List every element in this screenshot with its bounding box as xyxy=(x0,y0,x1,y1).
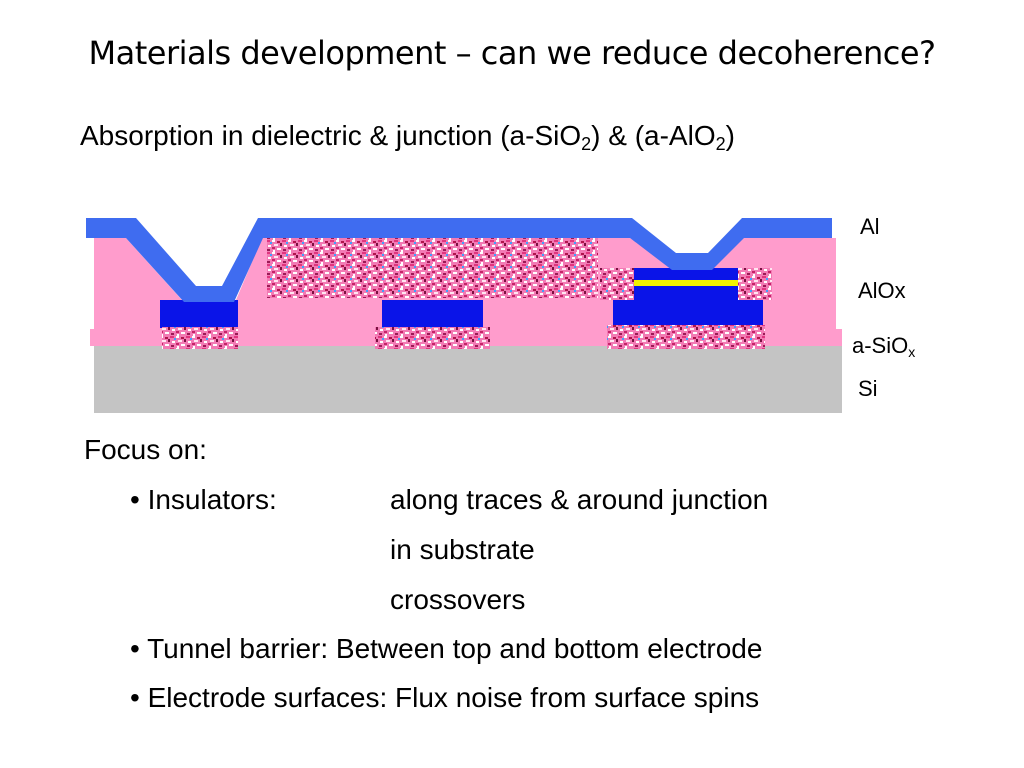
crossover-dielectric-lossy xyxy=(267,238,598,298)
insulators-item-substrate: in substrate xyxy=(390,534,535,565)
slide-title: Materials development – can we reduce de… xyxy=(88,34,936,72)
tunnel-barrier xyxy=(634,280,738,286)
focus-heading: Focus on: xyxy=(84,434,207,465)
label-si: Si xyxy=(858,376,878,401)
subtitle-suffix: ) xyxy=(725,120,735,151)
lossy-interface-left xyxy=(162,327,238,349)
label-asiox-subscript: x xyxy=(908,344,916,360)
al-wiring-trace xyxy=(86,218,832,302)
slide-subtitle: Absorption in dielectric & junction (a-S… xyxy=(80,120,735,155)
bottom-electrode-right xyxy=(613,298,763,328)
bottom-electrode-middle xyxy=(382,300,483,328)
bottom-electrode-left xyxy=(160,300,238,328)
subtitle-subscript-2: 2 xyxy=(715,134,726,154)
label-al: Al xyxy=(860,214,880,239)
insulators-item-crossovers: crossovers xyxy=(390,584,526,615)
label-alox: AlOx xyxy=(858,278,906,303)
label-asiox: a-SiOx xyxy=(852,333,915,360)
subtitle-subscript-1: 2 xyxy=(581,134,592,154)
junction-sidewall-left xyxy=(600,268,634,300)
label-asiox-base: a-SiO xyxy=(852,333,909,358)
insulators-item-traces: along traces & around junction xyxy=(390,484,769,515)
bullet-insulators-label: • Insulators: xyxy=(130,484,277,515)
junction-sidewall-right xyxy=(738,268,772,300)
lossy-interface-right xyxy=(607,325,765,349)
subtitle-middle: ) & (a-AlO xyxy=(591,120,716,151)
bullet-tunnel-barrier: • Tunnel barrier: Between top and bottom… xyxy=(130,633,763,664)
si-substrate xyxy=(94,345,842,413)
bullet-electrode-surfaces: • Electrode surfaces: Flux noise from su… xyxy=(130,682,760,713)
subtitle-prefix: Absorption in dielectric & junction (a-S… xyxy=(80,120,582,151)
lossy-interface-middle xyxy=(375,327,490,349)
